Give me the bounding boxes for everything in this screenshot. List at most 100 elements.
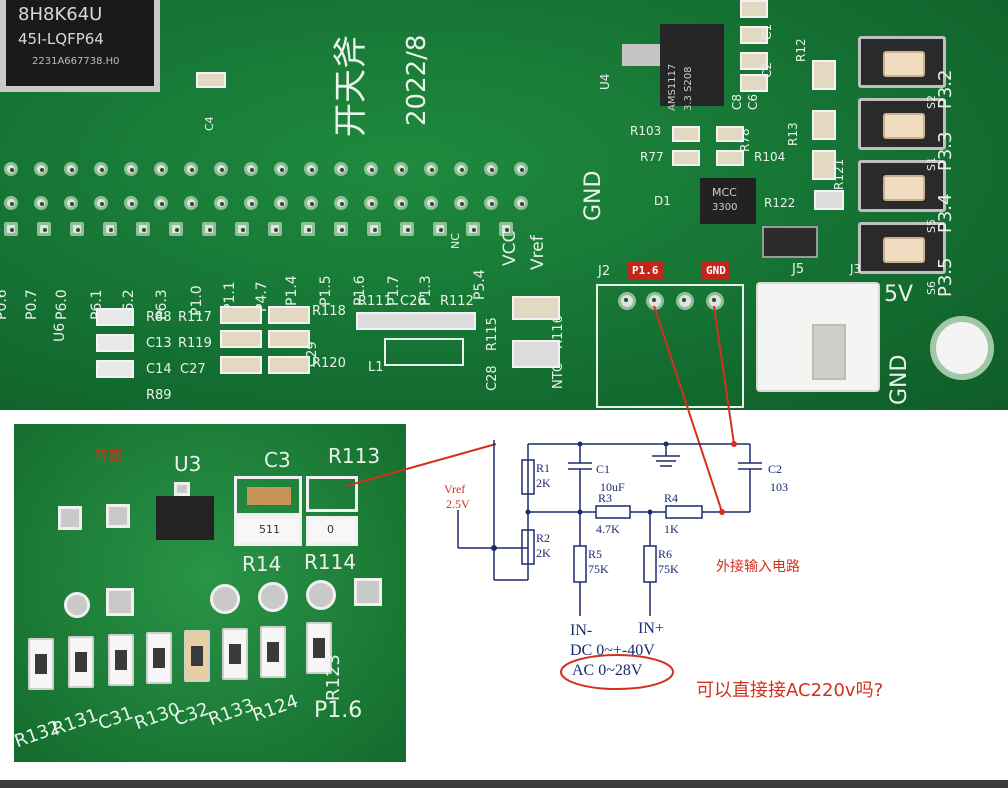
tactile-switch-s5[interactable]	[858, 160, 946, 212]
header-hole	[364, 162, 378, 176]
header-hole	[64, 162, 78, 176]
ac-range-highlight	[560, 654, 674, 690]
mcu-chip: 8H8K64U 45I-LQFP64 2231A667738.H0	[0, 0, 160, 92]
header-pad-square	[466, 222, 480, 236]
r5-name: R5	[588, 547, 603, 561]
r4-name: R4	[664, 491, 679, 505]
header-hole	[514, 196, 528, 210]
question-text: 可以直接接AC220v吗?	[696, 680, 884, 701]
pad	[354, 578, 382, 606]
label-5v: 5V	[884, 282, 914, 307]
smd-cap	[740, 26, 768, 44]
pad	[174, 482, 190, 496]
mcu-marking-3: 2231A667738.H0	[32, 56, 120, 67]
circuit-title: 外接输入电路	[716, 559, 800, 575]
smd-resistor	[672, 150, 700, 166]
tactile-switch-s1[interactable]	[858, 98, 946, 150]
jumper-block	[762, 226, 818, 258]
ac-range-label: AC 0~28V	[572, 662, 643, 679]
header-hole	[94, 162, 108, 176]
header-hole	[64, 196, 78, 210]
vref-label: Vref	[444, 482, 466, 496]
smd-resistor	[220, 356, 262, 374]
in-minus-label: IN-	[570, 622, 593, 639]
header-hole	[514, 162, 528, 176]
r6-value: 75K	[658, 562, 679, 576]
label-p16-back: P1.6	[314, 698, 363, 723]
red-callout-lines	[345, 305, 735, 513]
header-pad-square	[301, 222, 315, 236]
c3-outline	[234, 476, 302, 516]
header-hole	[394, 196, 408, 210]
header-hole	[274, 162, 288, 176]
resistor-r131	[68, 636, 94, 688]
callout-line-r113	[345, 443, 497, 487]
r5-value: 75K	[588, 562, 609, 576]
header-hole	[154, 196, 168, 210]
r3-name: R3	[598, 491, 613, 505]
header-hole	[244, 162, 258, 176]
r4-value: 1K	[664, 522, 679, 536]
callout-p16-tag: P1.6	[628, 262, 663, 279]
tactile-switch-s6[interactable]	[858, 222, 946, 274]
label-r14: R14	[242, 552, 282, 576]
smd-cap	[740, 0, 768, 18]
cap-c4	[196, 72, 226, 88]
r6-name: R6	[658, 547, 673, 561]
header-hole	[484, 162, 498, 176]
schematic-wires	[457, 440, 762, 616]
callout-line-p16	[653, 305, 723, 513]
label-c14: C14	[146, 362, 172, 377]
dc-range-label: DC 0~+-40V	[570, 642, 655, 659]
label-r103: R103	[630, 124, 662, 138]
header-hole	[484, 196, 498, 210]
resistor-r123	[306, 622, 332, 674]
header-hole	[274, 196, 288, 210]
smd-resistor	[672, 126, 700, 142]
smd-resistor	[268, 330, 310, 348]
header-hole	[184, 196, 198, 210]
connector-j2-outline	[596, 284, 744, 408]
pad	[64, 592, 90, 618]
label-d1: D1	[654, 194, 671, 208]
r113-outline	[306, 476, 358, 512]
pad	[58, 506, 82, 530]
label-r77: R77	[640, 150, 664, 164]
header-hole	[364, 196, 378, 210]
resistor-r6-symbol	[643, 545, 657, 583]
tactile-switch-s2[interactable]	[858, 36, 946, 88]
smd-resistor	[220, 306, 262, 324]
in-plus-label: IN+	[638, 620, 664, 637]
label-l1: L1	[368, 360, 384, 375]
header-hole	[94, 196, 108, 210]
smd-resistor	[814, 190, 844, 210]
smd-pad	[96, 308, 134, 326]
header-hole	[214, 196, 228, 210]
cap-c32	[184, 630, 210, 682]
mcu-marking-1: 8H8K64U	[18, 4, 103, 25]
header-hole	[394, 162, 408, 176]
resistor-r133	[222, 628, 248, 680]
header-pad-square	[136, 222, 150, 236]
header-pad-square	[268, 222, 282, 236]
c1-value: 10uF	[600, 480, 625, 494]
c1-name: C1	[596, 462, 611, 476]
header-pad-square	[103, 222, 117, 236]
header-pad-square	[433, 222, 447, 236]
vref-value: 2.5V	[446, 497, 470, 511]
header-hole	[334, 162, 348, 176]
header-hole	[424, 162, 438, 176]
label-j5: J5	[792, 262, 805, 277]
regulator-u4: AMS1117 3.3 S208	[660, 24, 724, 111]
j2-pin	[676, 292, 694, 310]
resistor-r132	[28, 638, 54, 690]
header-hole	[4, 196, 18, 210]
resistor-r124	[260, 626, 286, 678]
smd-ntc	[512, 340, 560, 368]
header-pad-square	[37, 222, 51, 236]
smd-resistor	[220, 330, 262, 348]
header-pad-square	[4, 222, 18, 236]
label-u3: U3	[174, 452, 202, 476]
